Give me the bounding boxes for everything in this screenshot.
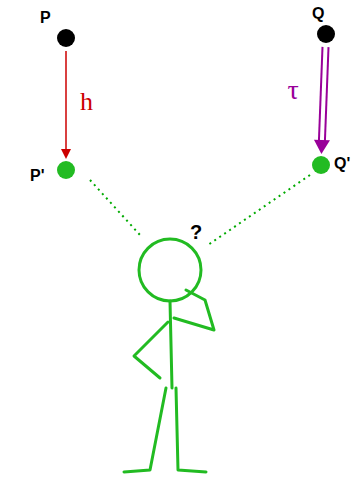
sight-line bbox=[90, 175, 310, 245]
point-dot: P' bbox=[57, 161, 75, 179]
point-label: P bbox=[40, 10, 51, 26]
point-dot: Q' bbox=[312, 156, 330, 174]
transform-arrow bbox=[314, 47, 330, 154]
arrow-label: h bbox=[80, 89, 93, 115]
question-mark: ? bbox=[190, 222, 202, 242]
point-label: P' bbox=[30, 168, 44, 184]
point-dot: Q bbox=[317, 25, 335, 43]
point-label: Q bbox=[312, 6, 324, 22]
point-dot: P bbox=[57, 29, 75, 47]
arrow-label: τ bbox=[287, 76, 298, 104]
transform-arrow bbox=[61, 51, 71, 159]
stick-figure bbox=[124, 239, 214, 472]
point-label: Q' bbox=[334, 156, 350, 172]
